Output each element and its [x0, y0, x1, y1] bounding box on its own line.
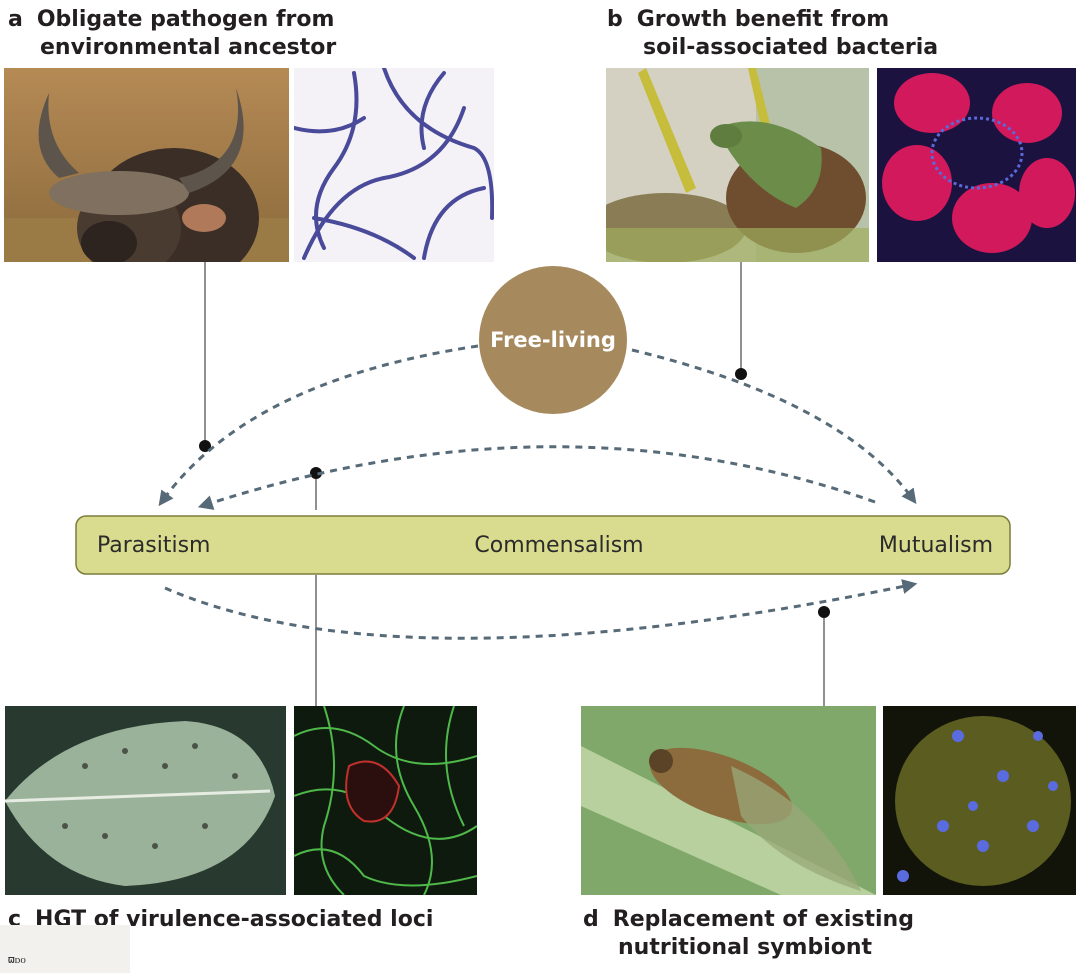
cicada-photo	[581, 706, 876, 895]
panel-a-title: a Obligate pathogen from environmental an…	[8, 6, 336, 62]
free-living-circle	[479, 266, 627, 414]
connector-a-dot	[199, 440, 211, 452]
arrow-mutualism-to-parasitism	[197, 445, 876, 510]
gut-crypts-fluorescence	[877, 68, 1076, 262]
connector-d-dot	[818, 606, 830, 618]
corner-mark: ϖᴅᴏ	[8, 953, 26, 966]
corner-stamp: ϖᴅᴏ	[0, 925, 130, 973]
arrow-free-to-parasitism	[158, 344, 479, 507]
filamentous-bacteria-micrograph	[294, 68, 494, 262]
mutualism-label: Mutualism	[879, 533, 993, 558]
panel-a-letter: a	[8, 7, 23, 32]
panel-a-title-line2: environmental ancestor	[40, 35, 337, 60]
buffalo-photo	[4, 68, 289, 262]
stink-bug-photo	[606, 68, 869, 262]
panel-b-letter: b	[607, 7, 623, 32]
parasitism-label: Parasitism	[97, 533, 211, 558]
connector-c-dot	[310, 467, 322, 479]
panel-d-title-line1: Replacement of existing	[612, 907, 914, 932]
spotted-leaf-photo	[5, 706, 286, 895]
panel-d-letter: d	[583, 907, 599, 932]
panel-b-title-line1: Growth benefit from	[636, 7, 890, 32]
panel-d-title-line2: nutritional symbiont	[618, 935, 873, 960]
arrow-parasitism-to-mutualism	[164, 579, 918, 640]
free-living-label: Free-living	[490, 328, 616, 352]
commensalism-label: Commensalism	[474, 533, 643, 558]
panel-b-title-line2: soil-associated bacteria	[643, 35, 939, 60]
panel-d-title: d Replacement of existing nutritional sym…	[583, 906, 914, 962]
panel-b-title: b Growth benefit from soil-associated bac…	[607, 6, 938, 62]
symbiont-cells-fluorescence	[883, 706, 1076, 895]
plant-cells-fluorescence	[294, 706, 477, 895]
symbiosis-spectrum-bar	[75, 515, 1011, 575]
arrow-free-to-mutualism	[631, 348, 917, 505]
connector-b-dot	[735, 368, 747, 380]
panel-a-title-line1: Obligate pathogen from	[36, 7, 335, 32]
